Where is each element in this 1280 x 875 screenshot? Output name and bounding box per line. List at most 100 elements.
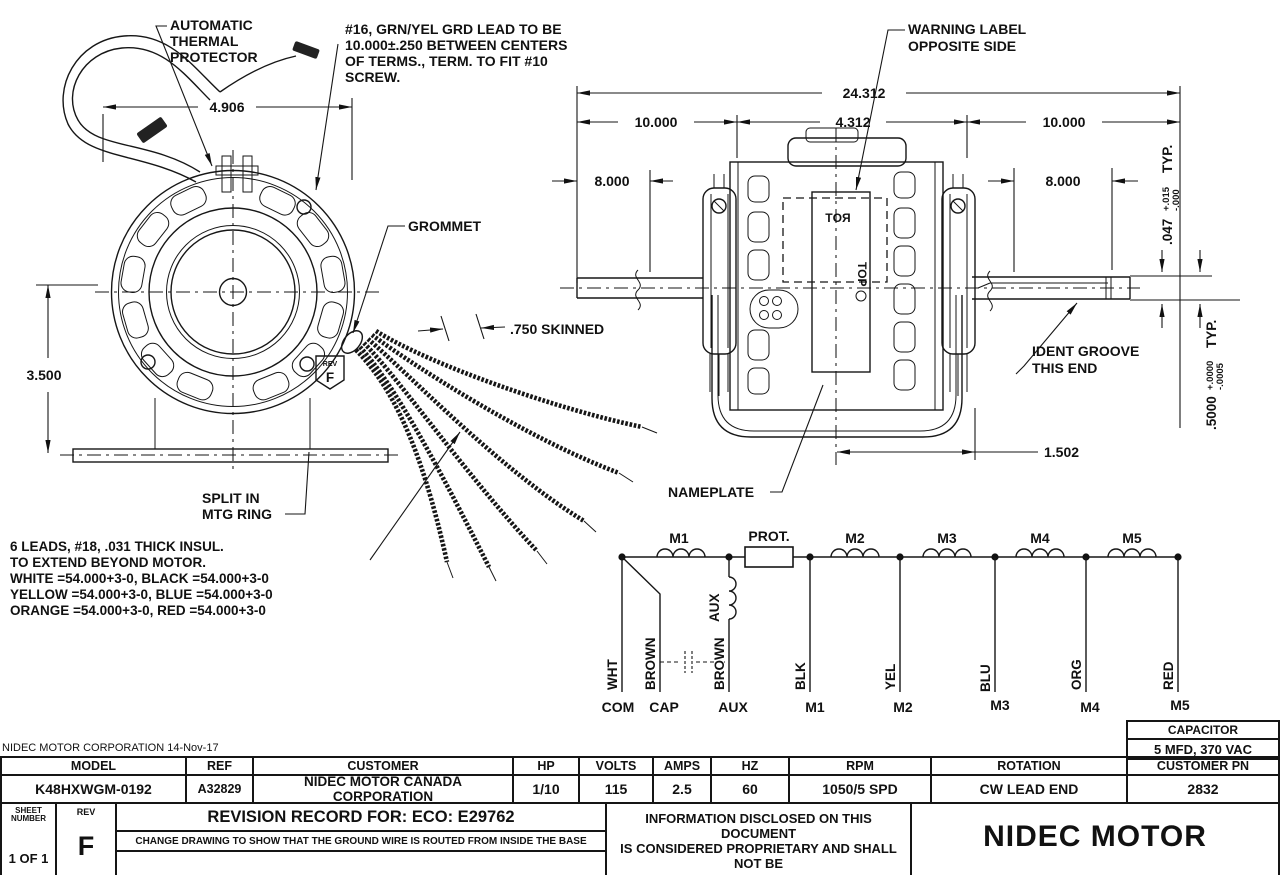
wiring-schematic: M1 PROT. M2 M3 M4 M5 AUX WHT BROWN BROWN… [602,528,1190,715]
col-hp: HP [512,756,580,776]
terminal-m5: M5 [1170,697,1190,713]
revision-empty-row [117,850,605,870]
vent-slots [120,185,346,401]
warning-line2: OPPOSITE SIDE [908,38,1016,54]
revision-title: REVISION RECORD FOR: ECO: E29762 [207,807,515,826]
grommet-label: GROMMET [408,218,482,234]
capacitor-value: 5 MFD, 370 VAC [1126,738,1280,760]
tol2-typ: TYP. [1204,320,1219,348]
val-customer-pn: 2832 [1126,774,1280,804]
wire-blu: BLU [978,664,993,692]
dim-right-text: 10.000 [1043,114,1086,130]
proprietary-line1: INFORMATION DISCLOSED ON THIS DOCUMENT [645,811,872,841]
sheet-number-box: SHEET NUMBER 1 OF 1 [0,802,57,875]
tol2-plus: +.0000 [1205,361,1216,390]
rev-value: F [77,831,95,861]
side-view-drawing: ROT TOP [552,21,1240,500]
dim-flat-left-text: 8.000 [594,173,629,189]
val-volts: 115 [578,774,654,804]
rev-flag: REV F [315,355,345,390]
dim-mid-text: 4.312 [835,114,870,130]
dim-row2: 10.000 4.312 10.000 [577,114,1180,158]
col-rotation: ROTATION [930,756,1128,776]
val-rpm: 1050/5 SPD [788,774,932,804]
grommet-callout: GROMMET [352,218,482,334]
dim-flat-left: 8.000 [552,170,673,272]
val-model: K48HXWGM-0192 [0,774,187,804]
left-bracket [702,174,737,396]
tol1-minus: -.000 [1171,189,1182,211]
body-slots [747,171,916,395]
coil-m1-label: M1 [669,530,689,546]
skinned-label: .750 SKINNED [510,321,604,337]
thermal-line2: THERMAL [170,33,239,49]
dim-overall: 24.312 [576,85,1181,428]
tol2-value: .5000 [1204,396,1219,430]
aux-coil-label: AUX [707,593,722,622]
rev-flag-caption: REV [323,361,338,368]
rev-box: REV F [55,802,117,875]
skinned-callout: .750 SKINNED [417,313,604,342]
terminal-com: COM [602,699,635,715]
wire-wht: WHT [605,659,620,690]
terminal-m4: M4 [1080,699,1100,715]
val-customer: NIDEC MOTOR CANADA CORPORATION [252,774,514,804]
shaft-right [972,270,1131,312]
tol1-value: .047 [1160,219,1175,245]
front-view-drawing: REV F 4.906 3.500 AUTOMATIC THERMAL PROT… [10,17,658,618]
col-model: MODEL [0,756,187,776]
col-amps: AMPS [652,756,712,776]
col-customer-pn: CUSTOMER PN [1126,756,1280,776]
ground-screw [137,117,167,143]
leads-note: 6 LEADS, #18, .031 THICK INSUL. TO EXTEN… [10,431,461,618]
val-hp: 1/10 [512,774,580,804]
dim-left-text: 10.000 [635,114,678,130]
val-hz: 60 [710,774,790,804]
corporation-line: NIDEC MOTOR CORPORATION 14-Nov-17 [2,742,219,754]
grd-line2: 10.000±.250 BETWEEN CENTERS [345,37,567,53]
col-customer: CUSTOMER [252,756,514,776]
revision-note: CHANGE DRAWING TO SHOW THAT THE GROUND W… [117,830,605,850]
capacitor-symbol [660,651,725,673]
sheet-value: 1 OF 1 [8,851,49,866]
tol1-typ: TYP. [1160,145,1175,173]
thermal-line3: PROTECTOR [170,49,258,65]
lead-wires [354,329,658,582]
rev-label: REV [76,807,96,817]
val-rotation: CW LEAD END [930,774,1128,804]
tol2-minus: -.0005 [1215,362,1226,390]
split-callout: SPLIT IN MTG RING [202,451,310,522]
grd-line4: SCREW. [345,69,400,85]
coil-m3-label: M3 [937,530,957,546]
col-hz: HZ [710,756,790,776]
note-line5: ORANGE =54.000+3-0, RED =54.000+3-0 [10,603,266,618]
ident-line1: IDENT GROOVE [1032,343,1139,359]
right-bracket [941,174,976,396]
coil-m5-label: M5 [1122,530,1142,546]
dim-height: 3.500 [26,284,98,453]
note-line3: WHITE =54.000+3-0, BLACK =54.000+3-0 [10,571,269,586]
dim-height-text: 3.500 [26,367,61,383]
dim-overall-text: 24.312 [843,85,886,101]
proprietary-box: INFORMATION DISCLOSED ON THIS DOCUMENT I… [605,802,912,875]
wire-brown-aux: BROWN [712,638,727,691]
dim-width-text: 4.906 [209,99,244,115]
terminal-aux: AUX [718,699,748,715]
split-line2: MTG RING [202,506,272,522]
val-amps: 2.5 [652,774,712,804]
nameplate-label: NAMEPLATE [668,484,754,500]
nameplate-callout: NAMEPLATE [668,384,824,500]
terminal-cap: CAP [649,699,679,715]
note-line1: 6 LEADS, #18, .031 THICK INSUL. [10,539,224,554]
split-line1: SPLIT IN [202,490,260,506]
dim-hub: 1.502 [837,408,1079,460]
dim-hub-text: 1.502 [1044,444,1079,460]
grommet-detail [340,330,364,354]
grd-line1: #16, GRN/YEL GRD LEAD TO BE [345,21,562,37]
ident-callout: IDENT GROOVE THIS END [1015,302,1139,376]
company-logo-text: NIDEC MOTOR [983,819,1207,853]
warning-label-outline [782,197,888,283]
shaft-left [576,269,703,311]
grd-line3: OF TERMS., TERM. TO FIT #10 [345,53,548,69]
